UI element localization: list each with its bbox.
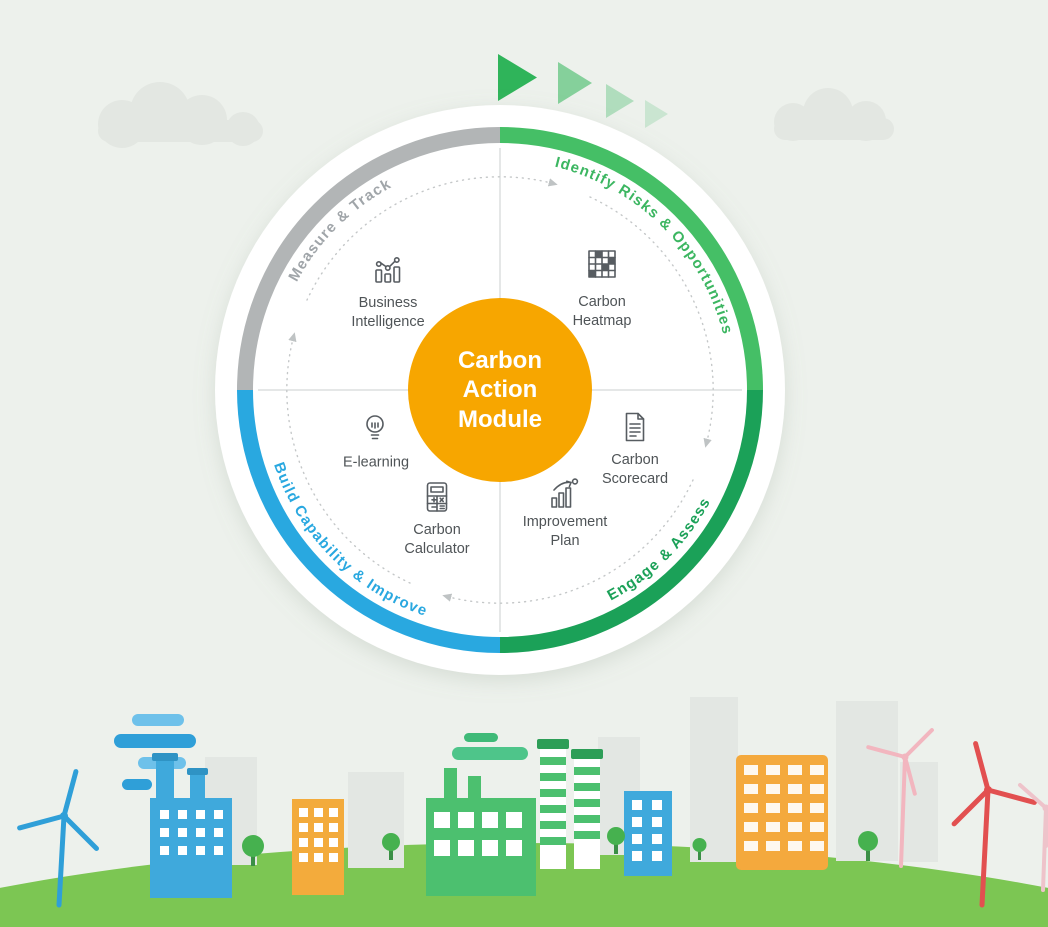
cloud-left — [98, 82, 263, 148]
arc-engage-assess — [499, 389, 763, 653]
factory-green — [426, 768, 536, 896]
wind-turbine-pink — [866, 728, 934, 868]
bar-chart-icon — [375, 257, 401, 283]
tree — [382, 833, 400, 860]
growth-chart-icon — [551, 478, 579, 508]
arc-identify-risks — [499, 127, 763, 391]
striped-smokestacks — [537, 739, 603, 869]
building-blue — [624, 791, 672, 876]
wind-turbine-blue — [17, 769, 99, 908]
trees — [242, 827, 878, 866]
triangle-3 — [606, 84, 634, 118]
document-icon — [625, 412, 645, 442]
cycle-dotted-circle — [286, 176, 714, 604]
center-disc — [408, 298, 592, 482]
module-label-carbon-scorecard: Carbon Scorecard — [601, 451, 669, 487]
smoke-cloud-teal — [452, 733, 528, 760]
module-label-e-learning: E-learning — [342, 454, 410, 471]
building-yellow — [736, 755, 828, 870]
carbon-module-wheel: Measure & Track Identify Risks & Opportu… — [215, 105, 785, 675]
arc-measure-track — [237, 127, 501, 391]
triangle-1 — [498, 54, 537, 101]
tree — [692, 838, 707, 860]
triangle-2 — [558, 62, 592, 104]
cityscape — [0, 697, 1048, 927]
background-buildings — [205, 697, 938, 868]
arc-build-capability — [237, 389, 501, 653]
triangle-4 — [645, 100, 668, 128]
smoke-cloud-blue — [114, 714, 196, 790]
flow-triangles — [498, 54, 668, 128]
wind-turbine-pink-far — [1018, 783, 1048, 892]
module-label-business-intelligence: Business Intelligence — [351, 294, 425, 330]
building-orange — [292, 799, 344, 895]
tree — [858, 831, 878, 861]
heatmap-grid-icon — [588, 250, 616, 278]
cloud-right — [774, 88, 894, 141]
light-bulb-icon — [366, 415, 384, 440]
tree — [607, 827, 625, 854]
calculator-icon — [426, 482, 448, 512]
module-label-improvement-plan: Improvement Plan — [522, 513, 608, 549]
module-label-carbon-heatmap: Carbon Heatmap — [572, 293, 632, 329]
module-label-carbon-calculator: Carbon Calculator — [404, 521, 470, 557]
tree — [242, 835, 264, 866]
wind-turbine-red — [951, 741, 1037, 908]
wheel-center-title: Carbon Action Module — [458, 347, 542, 433]
factory-blue — [150, 753, 232, 898]
